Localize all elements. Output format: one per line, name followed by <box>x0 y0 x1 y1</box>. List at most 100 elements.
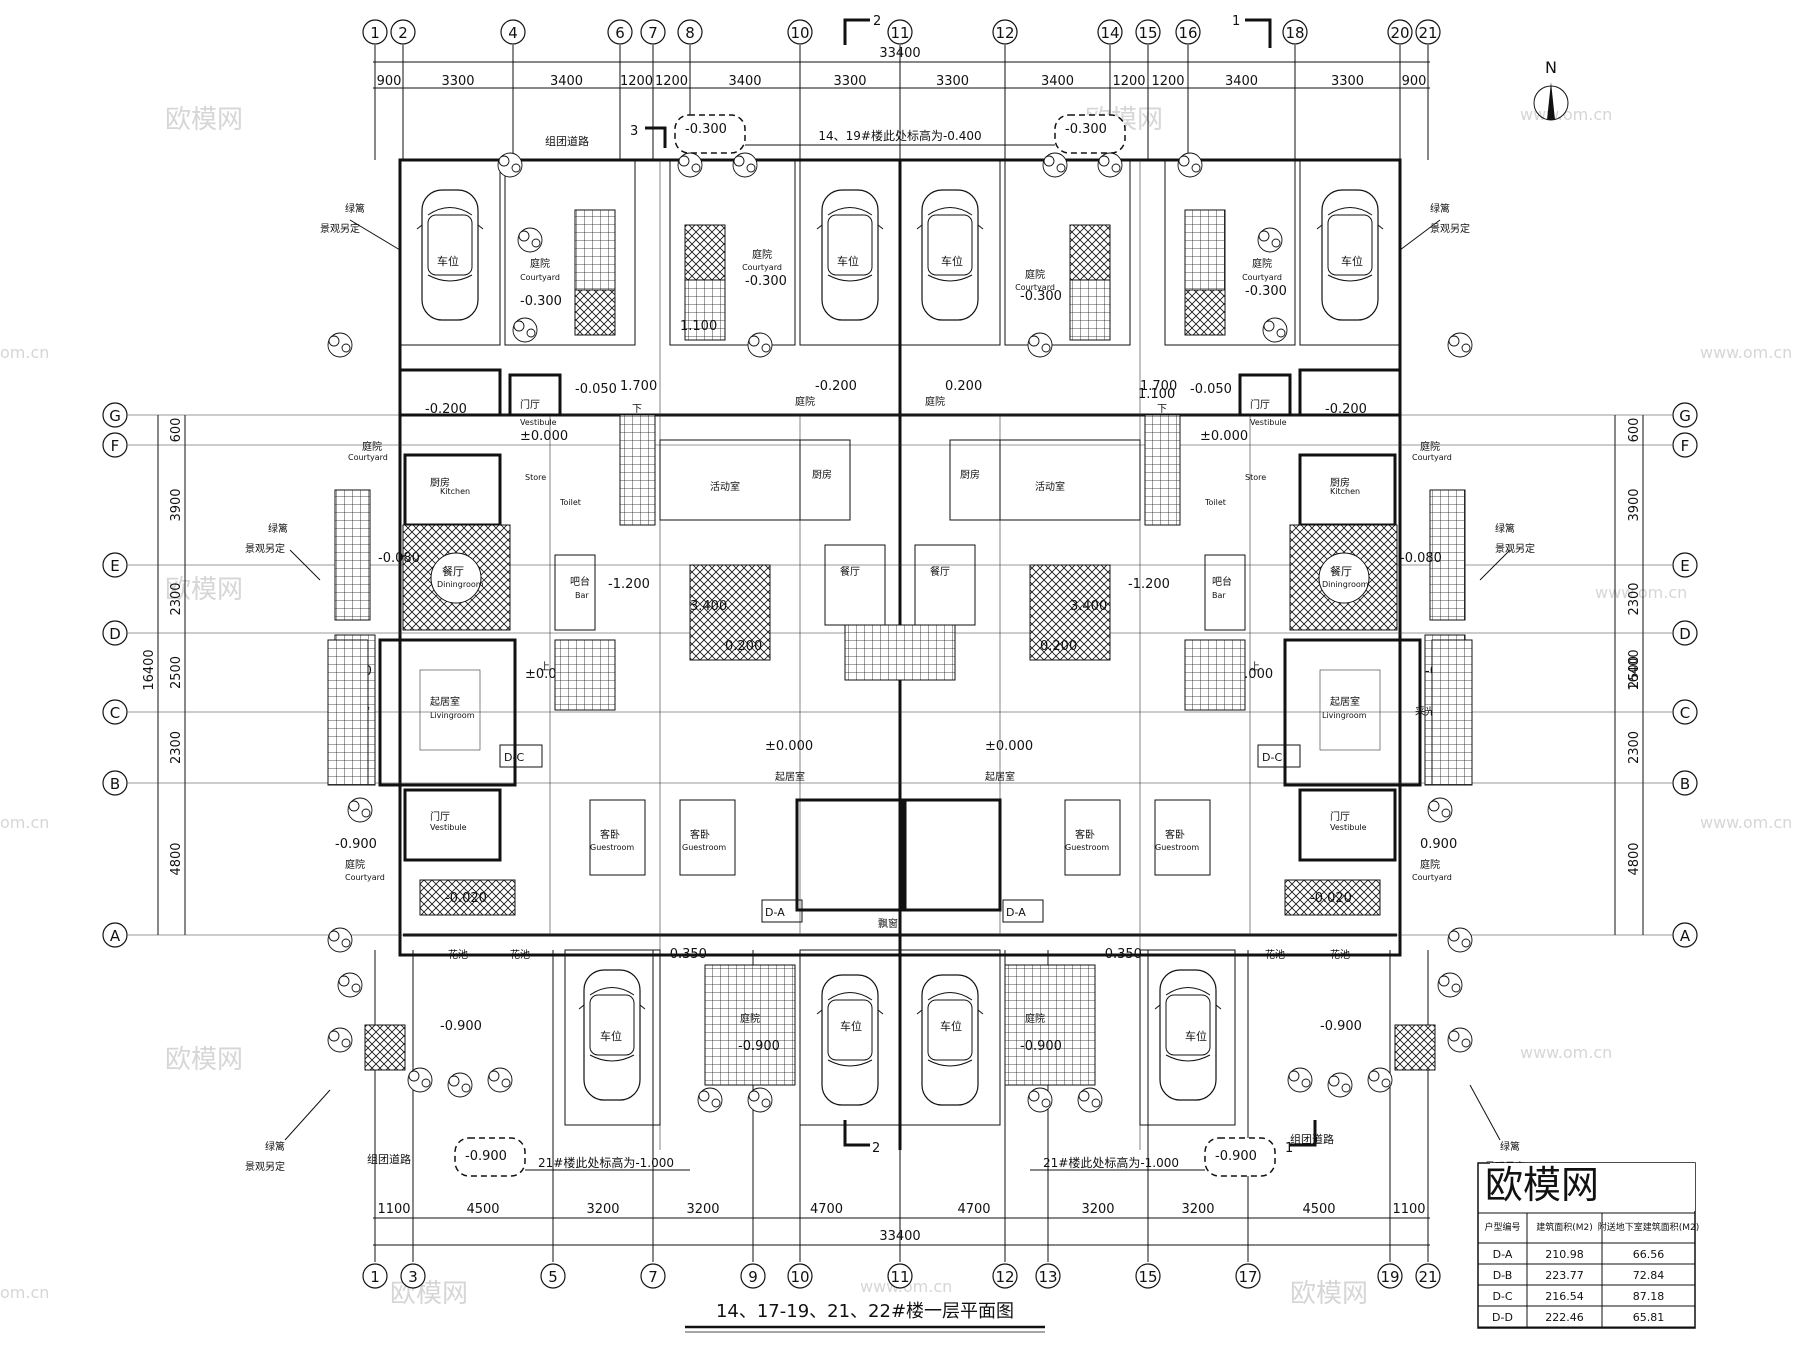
room-label-vestibule-en: Vestibule <box>520 418 557 427</box>
dimension-label: 4800 <box>1627 842 1642 875</box>
section-mark-label: 1 <box>1285 1141 1293 1156</box>
axis-bubble-label: D <box>109 625 121 643</box>
upper-parking-bays: 车位 车位 车位 车位 <box>399 159 1401 346</box>
drawing-title: 14、17-19、21、22#楼一层平面图 <box>716 1301 1014 1322</box>
bottom-elevation-callouts: -0.900 21#楼此处标高为-1.000 组团道路 -0.900 21#楼此… <box>367 1132 1334 1177</box>
axis-bubble-label: 14 <box>1100 24 1119 42</box>
axis-bubble-label: 10 <box>790 24 809 42</box>
north-arrow: N <box>1533 58 1569 121</box>
room-label-kitchen: 厨房 <box>812 468 832 481</box>
room-label-parking: 车位 <box>1341 254 1363 268</box>
level-mark: 0.900 <box>1420 837 1457 852</box>
room-label-courtyard: 庭院 <box>752 248 772 261</box>
axis-bubble-label: 3 <box>408 1268 418 1286</box>
room-label-living-en: Livingroom <box>430 711 475 720</box>
axis-bubble-bottom: 3 <box>400 1263 426 1289</box>
room-label-courtyard-en: Courtyard <box>345 873 385 882</box>
axis-bubble-top: 18 <box>1282 19 1308 45</box>
table-header: 附送地下室建筑面积(M2) <box>1598 1221 1700 1233</box>
road-label: 组团道路 <box>545 134 589 148</box>
dimension-label: 900 <box>377 74 402 89</box>
level-mark: -0.300 <box>1065 122 1107 137</box>
room-label-bar: 吧台 <box>570 575 590 588</box>
stair-up-label: 上 <box>540 661 550 673</box>
level-mark: -0.350 <box>665 947 707 962</box>
axis-bubble-top: 2 <box>390 19 416 45</box>
level-mark: 0.200 <box>725 639 762 654</box>
bottom-dimension-chain: 33400 <box>373 1217 1430 1246</box>
watermark-url: om.cn <box>0 813 49 832</box>
dimension-label: 4800 <box>169 842 184 875</box>
watermark-url: www.om.cn <box>1595 583 1687 602</box>
axis-bubble-top: 8 <box>677 19 703 45</box>
fence-label: 绿篱 <box>1500 1140 1520 1153</box>
table-cell: D-B <box>1493 1269 1513 1282</box>
room-label-toilet: Toilet <box>1204 498 1226 507</box>
section-mark-label: 2 <box>872 1141 880 1156</box>
room-label-courtyard-en: Courtyard <box>1412 453 1452 462</box>
axis-bubble-label: C <box>1680 704 1690 722</box>
axis-bubble-label: 4 <box>508 24 518 42</box>
dimension-label: 2300 <box>169 582 184 615</box>
axis-bubble-label: 19 <box>1380 1268 1399 1286</box>
level-mark: -0.900 <box>1020 1039 1062 1054</box>
room-label-guest-en: Guestroom <box>590 843 634 852</box>
dimension-label: 1200 <box>655 74 688 89</box>
watermark-text: 欧模网 <box>165 575 243 605</box>
fence-label: 绿篱 <box>268 522 288 535</box>
axis-bubble-label: 11 <box>890 1268 909 1286</box>
axis-bubble-label: 12 <box>995 24 1014 42</box>
axis-bubble-left: G <box>102 402 128 428</box>
room-label-courtyard: 庭院 <box>362 440 382 453</box>
room-label-bar: 吧台 <box>1212 575 1232 588</box>
room-label-courtyard: 庭院 <box>1252 257 1272 270</box>
level-mark: -0.050 <box>1190 382 1232 397</box>
axis-bubble-top: 16 <box>1175 19 1201 45</box>
axis-bubble-right: B <box>1672 770 1698 796</box>
road-label: 组团道路 <box>367 1152 411 1166</box>
level-mark: -0.900 <box>738 1039 780 1054</box>
axis-bubble-top: 7 <box>640 19 666 45</box>
watermark-url: www.om.cn <box>1520 1043 1612 1062</box>
axis-bubble-bottom: 21 <box>1415 1263 1441 1289</box>
axis-bubble-label: 17 <box>1238 1268 1257 1286</box>
room-label-guest-en: Guestroom <box>682 843 726 852</box>
landscape-label: 景观另定 <box>320 222 360 235</box>
axis-bubble-top: 21 <box>1415 19 1441 45</box>
axis-bubble-top: 6 <box>607 19 633 45</box>
watermark-url: www.om.cn <box>1520 105 1612 124</box>
watermark-url: www.om.cn <box>1700 813 1792 832</box>
level-mark: -0.080 <box>378 551 420 566</box>
axis-bubble-label: 15 <box>1138 1268 1157 1286</box>
axis-bubble-label: 18 <box>1285 24 1304 42</box>
level-mark: ±0.000 <box>985 739 1033 754</box>
room-label-parking: 车位 <box>600 1029 622 1043</box>
room-label-courtyard: 庭院 <box>1420 440 1440 453</box>
unit-type-tag: D-A <box>765 906 785 919</box>
dimension-label: 2500 <box>169 656 184 689</box>
axis-bubble-top: 20 <box>1387 19 1413 45</box>
room-label-dining-en: Diningroom <box>1322 580 1369 589</box>
axis-bubble-top: 14 <box>1097 19 1123 45</box>
room-label-living: 起居室 <box>775 770 805 783</box>
axis-bubble-label: F <box>1681 437 1690 455</box>
dimension-label: 2500 <box>1627 656 1642 689</box>
room-label-store: Store <box>1245 473 1266 482</box>
upper-courtyards: 庭院 Courtyard -0.300 庭院 Courtyard -0.300 … <box>504 159 1296 346</box>
room-label-dining: 餐厅 <box>930 565 950 578</box>
dimension-label: 4500 <box>1302 1202 1335 1217</box>
level-mark: -0.300 <box>520 294 562 309</box>
room-label-kitchen: 厨房 <box>960 468 980 481</box>
table-cell: 210.98 <box>1545 1248 1584 1261</box>
unit-type-tag: D-C <box>1262 751 1282 764</box>
room-label-courtyard: 庭院 <box>1025 268 1045 281</box>
dimension-label: 1100 <box>1392 1202 1425 1217</box>
dimension-label: 3400 <box>1225 74 1258 89</box>
top-note: 14、19#楼此处标高为-0.400 <box>818 128 981 143</box>
road-label: 组团道路 <box>1290 1132 1334 1146</box>
axis-bubble-label: 11 <box>890 24 909 42</box>
dimension-label: 2300 <box>169 731 184 764</box>
room-label-guest: 客卧 <box>600 828 620 841</box>
room-label-courtyard-en: Courtyard <box>1412 873 1452 882</box>
